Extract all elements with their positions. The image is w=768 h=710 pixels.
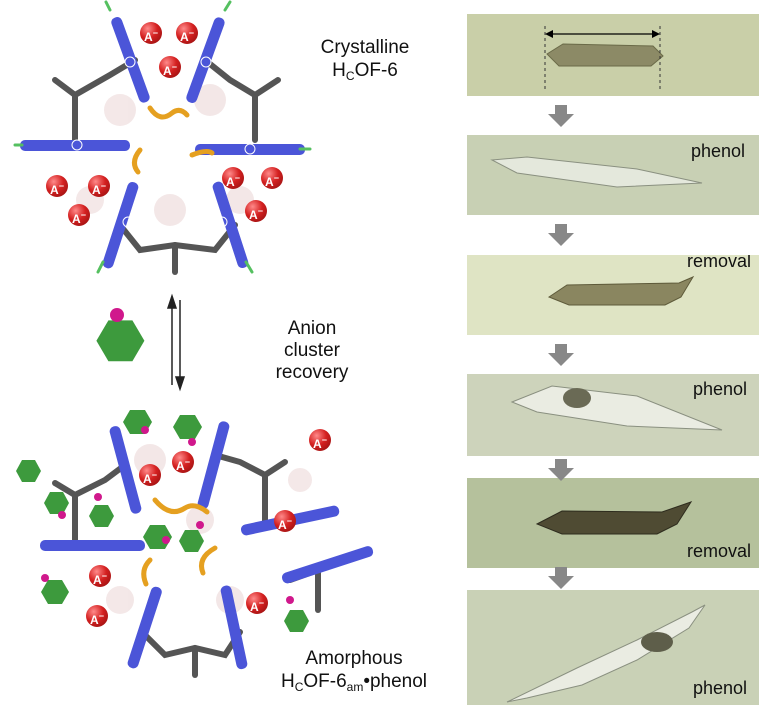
crystal-photo-panel: phenol	[467, 374, 759, 456]
anion-charge: −	[80, 210, 86, 220]
anion-label: A	[249, 208, 258, 222]
panel-label: phenol	[690, 141, 745, 161]
equilibrium-arrows	[166, 293, 186, 392]
anion-sphere: A−	[245, 200, 267, 222]
down-arrow-icon	[548, 344, 574, 366]
amorphous-label: Amorphous HCOF-6am•phenol	[280, 648, 428, 694]
crystal-photo-phenol-3	[467, 590, 759, 705]
anion-charge: −	[152, 28, 158, 38]
panel-label: phenol	[692, 379, 747, 399]
panel-label: removal	[686, 541, 751, 561]
amorphous-framework	[16, 410, 374, 678]
anion-label: A	[278, 518, 287, 532]
crystalline-framework	[13, 0, 312, 275]
framework-scheme	[13, 0, 374, 678]
anion-sphere: A−	[222, 167, 244, 189]
anion-charge: −	[258, 598, 264, 608]
anion-sphere: A−	[46, 175, 68, 197]
anion-charge: −	[321, 435, 327, 445]
panel-label: removal	[686, 255, 751, 271]
anion-charge: −	[234, 173, 240, 183]
anion-label: A	[50, 183, 59, 197]
anion-label: A	[180, 30, 189, 44]
anion-cluster-recovery-label: Anion cluster recovery	[275, 318, 349, 383]
down-arrow-icon	[548, 459, 574, 481]
phenol-molecule-icon	[96, 308, 145, 362]
anion-sphere: A−	[88, 175, 110, 197]
crystal-photo-phenol-1	[467, 135, 759, 215]
anion-sphere: A−	[176, 22, 198, 44]
down-arrow-icon	[548, 105, 574, 127]
anion-sphere: A−	[68, 204, 90, 226]
anion-label: A	[72, 212, 81, 226]
anion-label: A	[226, 175, 235, 189]
down-arrow-icon	[548, 224, 574, 246]
anion-label: A	[176, 459, 185, 473]
crystal-photo-panel: phenol	[467, 135, 759, 215]
anion-label: A	[143, 472, 152, 486]
anion-label: A	[144, 30, 153, 44]
anion-label: A	[250, 600, 259, 614]
crystal-photo-panel: phenol	[467, 590, 759, 705]
crystal-photo-phenol-2	[467, 374, 759, 456]
anion-sphere: A−	[261, 167, 283, 189]
anion-charge: −	[98, 611, 104, 621]
crystal-photo-removal-2	[467, 478, 759, 568]
anion-label: A	[92, 183, 101, 197]
crystal-photo-panel: removal	[467, 255, 759, 335]
anion-sphere: A−	[274, 510, 296, 532]
anion-charge: −	[273, 173, 279, 183]
anion-label: A	[163, 64, 172, 78]
anion-sphere: A−	[172, 451, 194, 473]
anion-charge: −	[184, 457, 190, 467]
crystalline-label: Crystalline HCOF-6	[320, 37, 410, 83]
anion-label: A	[93, 573, 102, 587]
anion-sphere: A−	[86, 605, 108, 627]
anion-charge: −	[188, 28, 194, 38]
anion-charge: −	[151, 470, 157, 480]
crystal-photo-panel	[467, 14, 759, 96]
anion-sphere: A−	[309, 429, 331, 451]
crystal-photo-crystalline	[467, 14, 759, 96]
crystal-photo-panel: removal	[467, 478, 759, 568]
anion-sphere: A−	[139, 464, 161, 486]
anion-sphere: A−	[89, 565, 111, 587]
anion-charge: −	[257, 206, 263, 216]
down-arrow-icon	[548, 567, 574, 589]
anion-sphere: A−	[246, 592, 268, 614]
anion-charge: −	[58, 181, 64, 191]
anion-charge: −	[286, 516, 292, 526]
anion-charge: −	[171, 62, 177, 72]
anion-label: A	[313, 437, 322, 451]
crystal-photo-removal-1	[467, 255, 759, 335]
anion-label: A	[265, 175, 274, 189]
anion-label: A	[90, 613, 99, 627]
anion-sphere: A−	[159, 56, 181, 78]
anion-sphere: A−	[140, 22, 162, 44]
anion-charge: −	[101, 571, 107, 581]
panel-label: phenol	[692, 678, 747, 698]
anion-charge: −	[100, 181, 106, 191]
